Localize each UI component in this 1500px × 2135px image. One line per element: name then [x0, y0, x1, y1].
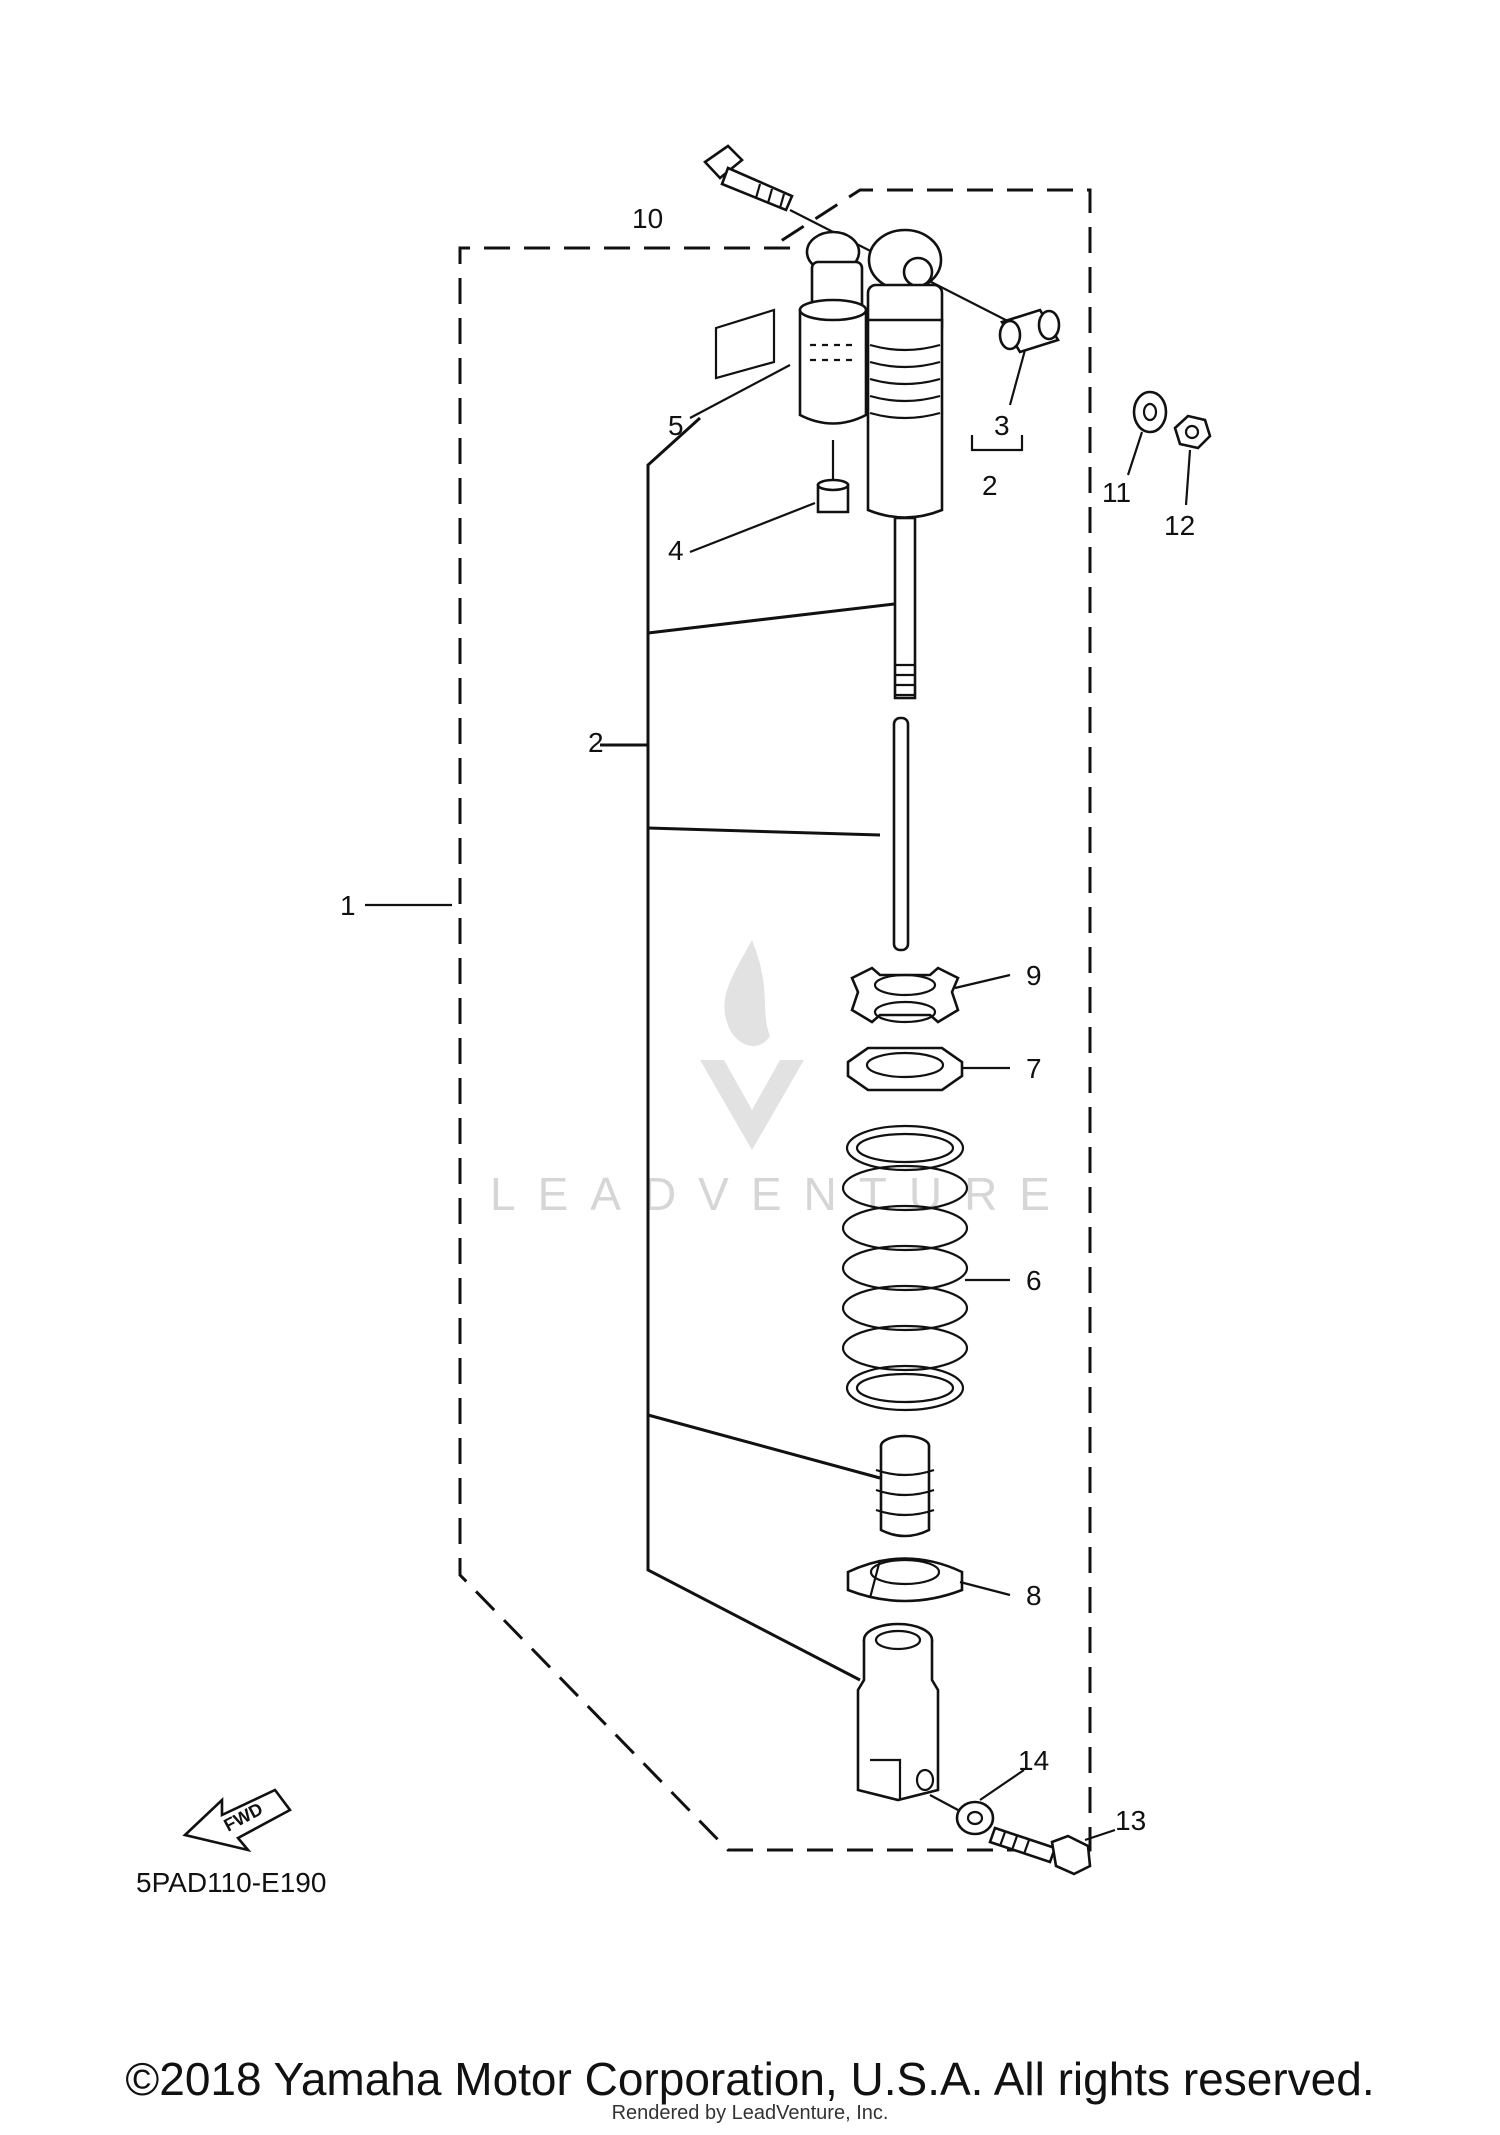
- callout-5: 5: [668, 410, 684, 441]
- callout-9: 9: [1026, 960, 1042, 991]
- leader-push-rod: [647, 826, 881, 837]
- coil-spring: [841, 1124, 969, 1412]
- callout-11: 11: [1102, 477, 1131, 508]
- leader-11: [1126, 431, 1144, 476]
- lower-washer: [955, 1800, 995, 1836]
- leader-rod: [647, 602, 895, 635]
- callout-2-main: 2: [588, 727, 604, 758]
- callout-14: 14: [1018, 1745, 1049, 1776]
- leader-12: [1184, 449, 1192, 506]
- callout-6: 6: [1026, 1265, 1042, 1296]
- leader-5: [689, 364, 791, 419]
- fwd-arrow-icon: FWD: [182, 1788, 292, 1853]
- upper-bolt: [703, 144, 794, 212]
- spring-retainer: [846, 1557, 964, 1603]
- spring-adjuster: [846, 1046, 964, 1092]
- lock-nut: [850, 966, 960, 1024]
- leader-bump-stop: [647, 1413, 881, 1480]
- callout-4: 4: [668, 535, 684, 566]
- bracket-3: [970, 435, 1024, 452]
- leader-14: [979, 1769, 1025, 1801]
- upper-nut: [1173, 414, 1212, 450]
- bump-stop: [875, 1434, 935, 1538]
- lower-mount-axis: [929, 1794, 959, 1811]
- callout-8: 8: [1026, 1580, 1042, 1611]
- callout-2-sub: 2: [982, 470, 998, 501]
- piston-rod: [893, 516, 917, 700]
- reservoir: [798, 230, 868, 425]
- callout-12: 12: [1164, 510, 1195, 541]
- reservoir-cap: [816, 440, 850, 514]
- watermark-text: LEADVENTURE: [490, 1168, 1072, 1220]
- callout-10: 10: [632, 203, 663, 234]
- lower-bolt: [988, 1826, 1092, 1876]
- callout-3: 3: [994, 410, 1010, 441]
- callout-1: 1: [340, 890, 356, 921]
- rendered-by-notice: Rendered by LeadVenture, Inc.: [611, 2102, 889, 2124]
- upper-washer: [1132, 390, 1168, 434]
- shock-subassembly-bracket: [646, 416, 861, 1682]
- push-rod: [892, 716, 910, 952]
- leader-3: [1008, 349, 1027, 406]
- leader-13: [1084, 1828, 1116, 1842]
- leader-8: [959, 1580, 1011, 1597]
- shock-body: [866, 228, 944, 700]
- diagram-code: 5PAD110-E190: [136, 1867, 326, 1898]
- upper-collar: [998, 308, 1061, 354]
- shock-assembly-boundary: [458, 188, 1092, 1852]
- leader-9: [954, 973, 1011, 990]
- callout-7: 7: [1026, 1053, 1042, 1084]
- lower-clevis: [856, 1622, 940, 1802]
- leader-4: [689, 501, 816, 554]
- callout-13: 13: [1115, 1805, 1146, 1836]
- copyright-notice: ©2018 Yamaha Motor Corporation, U.S.A. A…: [125, 2053, 1375, 2105]
- warning-label: [714, 308, 776, 380]
